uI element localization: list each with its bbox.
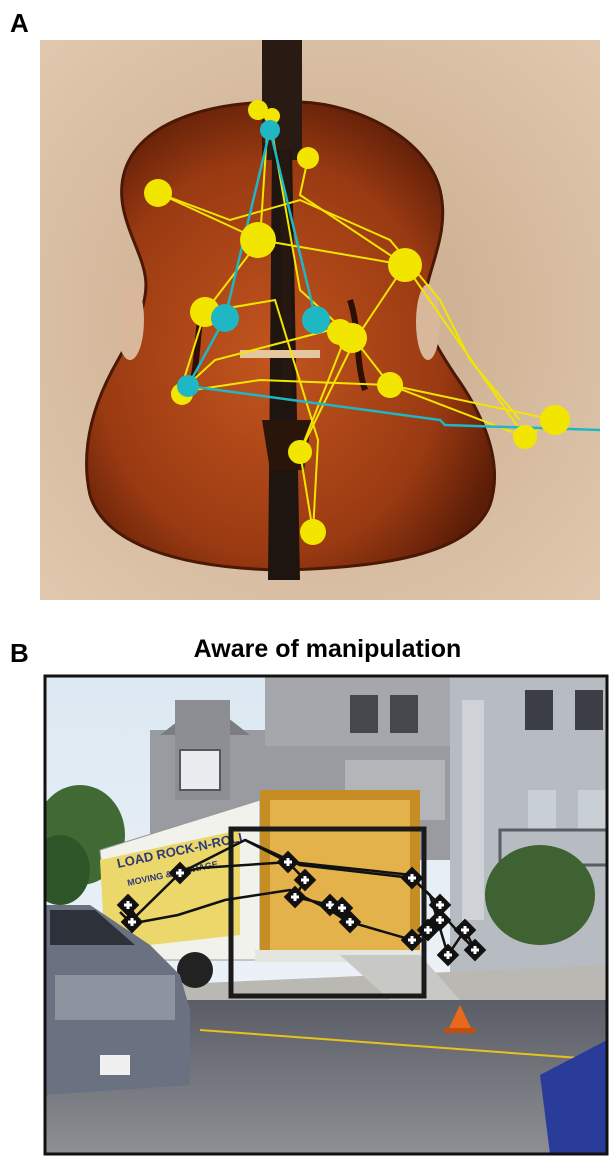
building-window [575, 690, 603, 730]
fixation-yellow [288, 440, 312, 464]
building-window [528, 790, 556, 830]
yellow-scanpath-line-1 [178, 109, 558, 439]
yellow-scanpath-line-4 [157, 192, 521, 421]
fixation-yellow [513, 425, 537, 449]
pickup-plate [100, 1055, 130, 1075]
fixation-yellow [540, 405, 570, 435]
traffic-cone [448, 1005, 472, 1030]
panel-b-photo: LOAD ROCK-N-ROLL MOVING & STORAGE [45, 676, 607, 1154]
panel-a-cyan-fixations [177, 120, 330, 397]
house-window [350, 695, 378, 733]
yellow-scanpath-line-3 [204, 119, 357, 533]
fixation-yellow [337, 323, 367, 353]
fixation-cyan [302, 306, 330, 334]
scanpath-line-4 [179, 860, 413, 877]
fixation-yellow [388, 248, 422, 282]
pickup-grille [55, 975, 175, 1020]
truck-wheel [177, 952, 213, 988]
cyan-scanpath-line-2 [268, 129, 318, 321]
building-window [578, 790, 606, 830]
fixation-cyan [177, 375, 199, 397]
panel-a-yellow-fixations [144, 100, 570, 545]
panel-b-roi-box [228, 826, 427, 999]
fixation-yellow [248, 100, 268, 120]
panel-b-letter: B [10, 638, 29, 668]
fixation-cyan [211, 304, 239, 332]
truck-ramp [340, 955, 460, 1000]
violin-c-bout-left [116, 280, 144, 360]
fixation-yellow [144, 179, 172, 207]
cyan-scanpath-line [186, 129, 601, 432]
tree-left-lower [45, 835, 90, 905]
panel-a-photo [40, 40, 600, 600]
violin-bridge [240, 350, 320, 358]
building-window [525, 690, 553, 730]
fixation-yellow [297, 147, 319, 169]
traffic-cone-base [444, 1028, 476, 1033]
building-column [462, 700, 484, 920]
fixation-yellow [264, 108, 280, 124]
road-marking [199, 1029, 607, 1061]
panel-a-cyan-scanpath [186, 129, 601, 432]
recycling-bin [540, 1040, 607, 1154]
fixation-yellow [300, 519, 326, 545]
fixation-yellow [377, 372, 403, 398]
pickup-windshield [50, 910, 135, 945]
panel-b-title: Aware of manipulation [193, 635, 462, 663]
fixation-cyan [260, 120, 280, 140]
house-window [179, 749, 221, 791]
panel-a-letter: A [10, 8, 29, 38]
violin-c-bout-right [416, 284, 440, 360]
shrub-right [485, 845, 595, 945]
fixation-yellow [240, 222, 276, 258]
panel-b-frame [43, 674, 609, 1156]
house-window [390, 695, 418, 733]
